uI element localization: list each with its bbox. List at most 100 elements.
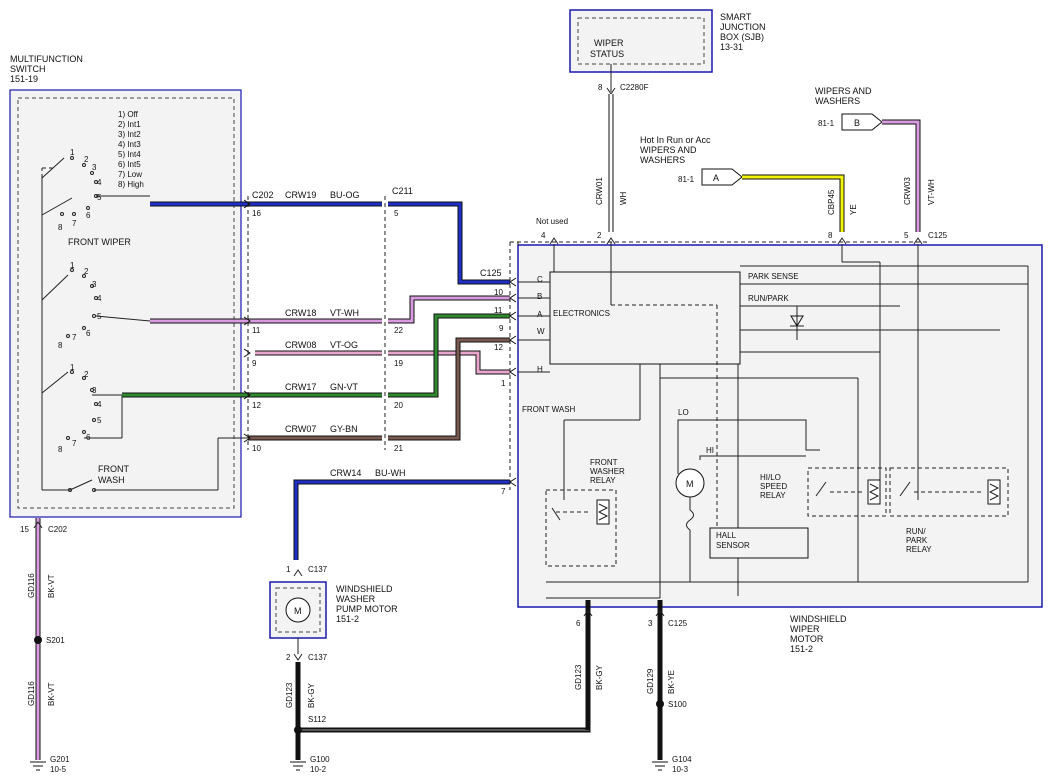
wiper-motor-title-1: WINDSHIELD [790, 614, 847, 624]
front-wash-label-2: WASH [98, 475, 125, 485]
hot-line3: WASHERS [640, 155, 685, 165]
wiper-position: 2) Int1 [118, 120, 141, 129]
pin-number: 5 [394, 209, 399, 218]
smart-junction-box: WIPER STATUS SMART JUNCTION BOX (SJB) 13… [569, 9, 766, 95]
ww-line2: WASHERS [815, 96, 860, 106]
pin-number: 2 [597, 231, 602, 240]
pin-number: 2 [286, 653, 291, 662]
wiper-position: 1) Off [118, 110, 139, 119]
ground-name: G104 [672, 755, 692, 764]
hilo-line2: SPEED [760, 482, 787, 491]
c125-pin: 9 [499, 324, 504, 333]
electronics-label: ELECTRONICS [553, 309, 610, 318]
front-wiper-label: FRONT WIPER [68, 237, 131, 247]
hilo-line3: RELAY [760, 491, 786, 500]
multifunction-switch: MULTIFUNCTION SWITCH 151-19 1) Off 2) In… [9, 54, 248, 518]
c125-letter: W [537, 327, 545, 336]
splice-label: S201 [46, 636, 65, 645]
wipers-washers-feed: WIPERS AND WASHERS 81-1 B CRW03 VT-WH [815, 86, 936, 232]
hot-line2: WIPERS AND [640, 145, 697, 155]
connector-c202: C202 [252, 190, 274, 200]
front-wash-label-1: FRONT [98, 464, 129, 474]
ground-name: G100 [310, 755, 330, 764]
pin-number: 22 [394, 326, 403, 335]
lo-label: LO [678, 408, 689, 417]
c125-pin: 10 [494, 288, 503, 297]
svg-text:6: 6 [86, 211, 91, 220]
svg-text:4: 4 [97, 294, 102, 303]
splice-label: S112 [308, 715, 327, 724]
sjb-ref: 13-31 [720, 42, 743, 52]
sjb-title-1: SMART [720, 12, 752, 22]
wire-color: WH [619, 191, 628, 205]
wiper-position: 3) Int2 [118, 130, 141, 139]
wiper-position-list: 1) Off 2) Int1 3) Int2 4) Int3 5) Int4 6… [118, 110, 144, 189]
svg-text:1: 1 [70, 363, 75, 372]
grounds [30, 761, 668, 771]
wire-crw01: CRW01 WH [595, 94, 628, 232]
connector-c2280f: C2280F [620, 83, 649, 92]
switch-deck-1 [41, 156, 150, 216]
not-used-label: Not used [536, 217, 568, 226]
wire-circuit: CRW03 [903, 177, 912, 205]
pin-number: 20 [394, 401, 403, 410]
c125-letter: C [537, 275, 543, 284]
switch-title-line1: MULTIFUNCTION [10, 54, 83, 64]
wire-color: YE [849, 204, 858, 215]
wire-circuit: CRW19 [285, 190, 316, 200]
wire-color: VT-WH [927, 179, 936, 205]
hi-label: HI [706, 446, 714, 455]
wire-color: GN-VT [330, 382, 359, 392]
pin-number: 8 [598, 83, 603, 92]
svg-text:8: 8 [58, 223, 63, 232]
wire-color: BK-VT [47, 682, 56, 706]
c125-pin: 7 [501, 487, 506, 496]
hot-connector: A [713, 173, 719, 183]
svg-text:5: 5 [97, 193, 102, 202]
wire-circuit: CRW18 [285, 308, 316, 318]
rpr-line3: RELAY [906, 545, 932, 554]
svg-text:2: 2 [84, 370, 89, 379]
wire-circuit: CRW01 [595, 177, 604, 205]
wire-color: BK-VT [47, 574, 56, 598]
c125-letter: B [537, 292, 542, 301]
not-used-pin: 4 [541, 231, 546, 240]
svg-text:5: 5 [97, 416, 102, 425]
pump-motor-symbol: M [294, 606, 302, 616]
svg-text:3: 3 [92, 280, 97, 289]
pin-number: 1 [286, 565, 291, 574]
sjb-inner-1: WIPER [594, 38, 624, 48]
fwr-line3: RELAY [590, 476, 616, 485]
c125-pin: 12 [494, 343, 503, 352]
sjb-title-2: JUNCTION [720, 22, 766, 32]
washer-pump-motor: M WINDSHIELD WASHER PUMP MOTOR 151-2 1 C… [269, 565, 398, 662]
pin-number: 12 [252, 401, 261, 410]
splices: S201 S112 S100 [34, 636, 687, 734]
pump-ref: 151-2 [336, 614, 359, 624]
hilo-line1: HI/LO [760, 473, 781, 482]
pin-number: 16 [252, 209, 261, 218]
run-park-label: RUN/PARK [748, 294, 789, 303]
svg-text:7: 7 [72, 333, 77, 342]
front-wash-internal: FRONT WASH [522, 405, 576, 414]
park-sense-label: PARK SENSE [748, 272, 799, 281]
wire-circuit: CRW07 [285, 424, 316, 434]
connector-arrows-left [243, 199, 251, 443]
pin-number: 8 [828, 231, 833, 240]
pin-number: 19 [394, 359, 403, 368]
wiper-motor-ref: 151-2 [790, 644, 813, 654]
wire-labels-left: C202 C211 CRW19 BU-OG CRW18 VT-WH CRW08 … [252, 186, 413, 478]
svg-text:4: 4 [97, 400, 102, 409]
pump-title-2: WASHER [336, 594, 376, 604]
svg-text:2: 2 [84, 267, 89, 276]
connector-c125-top: C125 [928, 231, 948, 240]
c125-pin: 1 [501, 379, 506, 388]
windshield-wiper-motor: ELECTRONICS C125 C B A W H 10 11 9 12 1 … [480, 217, 1043, 608]
wire-color: BK-GY [307, 682, 316, 708]
connector-c211: C211 [392, 186, 413, 196]
connector-c137-top: C137 [308, 565, 328, 574]
wire-circuit: CRW17 [285, 382, 316, 392]
wire-circuit: CRW14 [330, 468, 361, 478]
wiper-position: 7) Low [118, 170, 142, 179]
